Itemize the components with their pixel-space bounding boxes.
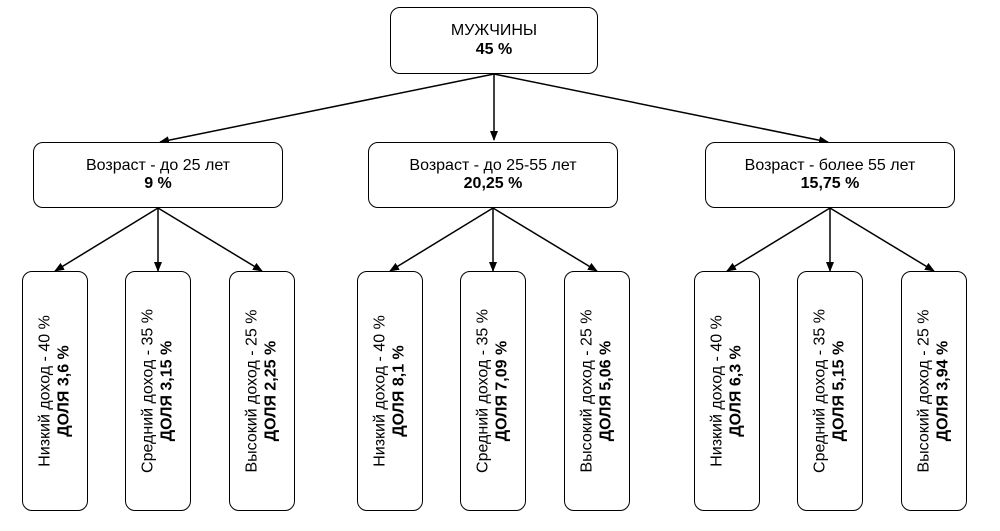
- leaf-value: ДОЛЯ 5,15 %: [830, 340, 847, 442]
- leaf-label: Низкий доход - 40 %: [371, 315, 389, 467]
- leaf-value: ДОЛЯ 8,1 %: [390, 345, 407, 437]
- group-node-age-under-25: Возраст - до 25 лет 9 %: [33, 142, 283, 208]
- leaf-node-high-income: Высокий доход - 25 % ДОЛЯ 3,94 %: [901, 271, 967, 511]
- leaf-node-middle-income: Средний доход - 35 % ДОЛЯ 5,15 %: [797, 271, 863, 511]
- arrow-group-3-to-leaf-1: [726, 207, 831, 272]
- group-label: Возраст - до 25 лет: [85, 156, 231, 174]
- leaf-label: Высокий доход - 25 %: [243, 309, 261, 473]
- leaf-value: ДОЛЯ 3,6 %: [55, 345, 72, 437]
- root-node: МУЖЧИНЫ 45 %: [390, 7, 598, 74]
- leaf-value: ДОЛЯ 3,15 %: [158, 340, 175, 442]
- leaf-label: Средний доход - 35 %: [474, 309, 492, 473]
- group-label: Возраст - до 25-55 лет: [409, 156, 577, 174]
- leaf-node-high-income: Высокий доход - 25 % ДОЛЯ 2,25 %: [229, 271, 295, 511]
- root-value: 45 %: [475, 40, 513, 58]
- leaf-node-middle-income: Средний доход - 35 % ДОЛЯ 3,15 %: [125, 271, 191, 511]
- arrow-group-1-to-leaf-1: [54, 207, 159, 272]
- leaf-value: ДОЛЯ 5,06 %: [597, 340, 614, 442]
- leaf-label: Высокий доход - 25 %: [915, 309, 933, 473]
- leaf-value: ДОЛЯ 2,25 %: [262, 340, 279, 442]
- leaf-node-low-income: Низкий доход - 40 % ДОЛЯ 6,3 %: [694, 271, 760, 511]
- arrow-group-3-to-leaf-3: [829, 207, 935, 272]
- leaf-node-low-income: Низкий доход - 40 % ДОЛЯ 8,1 %: [357, 271, 423, 511]
- leaf-node-middle-income: Средний доход - 35 % ДОЛЯ 7,09 %: [460, 271, 526, 511]
- leaf-value: ДОЛЯ 7,09 %: [493, 340, 510, 442]
- leaf-value: ДОЛЯ 6,3 %: [727, 345, 744, 437]
- arrow-root-to-group-1: [159, 73, 495, 145]
- leaf-node-low-income: Низкий доход - 40 % ДОЛЯ 3,6 %: [22, 271, 88, 511]
- group-label: Возраст - более 55 лет: [744, 156, 916, 174]
- group-value: 20,25 %: [463, 175, 523, 192]
- arrow-root-to-group-3: [493, 73, 829, 145]
- group-value: 9 %: [144, 175, 172, 192]
- leaf-label: Низкий доход - 40 %: [36, 315, 54, 467]
- group-node-age-25-55: Возраст - до 25-55 лет 20,25 %: [368, 142, 618, 208]
- leaf-label: Высокий доход - 25 %: [578, 309, 596, 473]
- arrow-group-2-to-leaf-3: [492, 207, 598, 272]
- arrow-group-2-to-leaf-1: [389, 207, 494, 272]
- arrow-group-1-to-leaf-3: [157, 207, 263, 272]
- group-value: 15,75 %: [800, 175, 860, 192]
- leaf-label: Средний доход - 35 %: [139, 309, 157, 473]
- root-label: МУЖЧИНЫ: [450, 22, 538, 40]
- leaf-label: Низкий доход - 40 %: [708, 315, 726, 467]
- leaf-value: ДОЛЯ 3,94 %: [934, 340, 951, 442]
- leaf-label: Средний доход - 35 %: [811, 309, 829, 473]
- leaf-node-high-income: Высокий доход - 25 % ДОЛЯ 5,06 %: [564, 271, 630, 511]
- group-node-age-over-55: Возраст - более 55 лет 15,75 %: [705, 142, 955, 208]
